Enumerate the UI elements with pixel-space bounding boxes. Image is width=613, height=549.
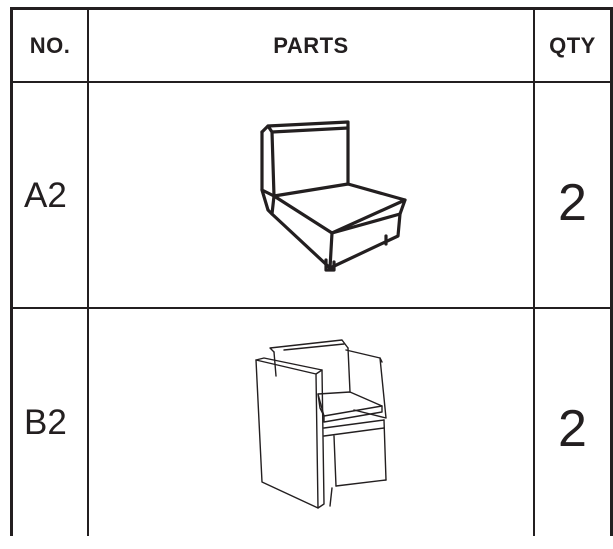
table-row-1-no: A2	[24, 175, 67, 215]
parts-table: NO. PARTS QTY A2 2 B2 2	[10, 7, 613, 536]
header-no: NO.	[29, 32, 71, 58]
column-divider-2	[533, 7, 535, 536]
table-row-2-no: B2	[24, 403, 67, 442]
armless-sofa-section-icon	[260, 120, 407, 272]
table-row-2-qty: 2	[558, 400, 587, 458]
table-border-top	[10, 7, 613, 10]
header-divider	[10, 81, 613, 83]
armchair-section-icon	[255, 339, 387, 509]
column-divider-1	[87, 7, 89, 536]
table-border-right	[610, 7, 613, 536]
row-divider	[10, 307, 613, 309]
table-row-1-qty: 2	[558, 174, 587, 232]
header-parts: PARTS	[273, 32, 349, 58]
table-border-left	[10, 7, 13, 536]
header-qty: QTY	[549, 32, 596, 58]
